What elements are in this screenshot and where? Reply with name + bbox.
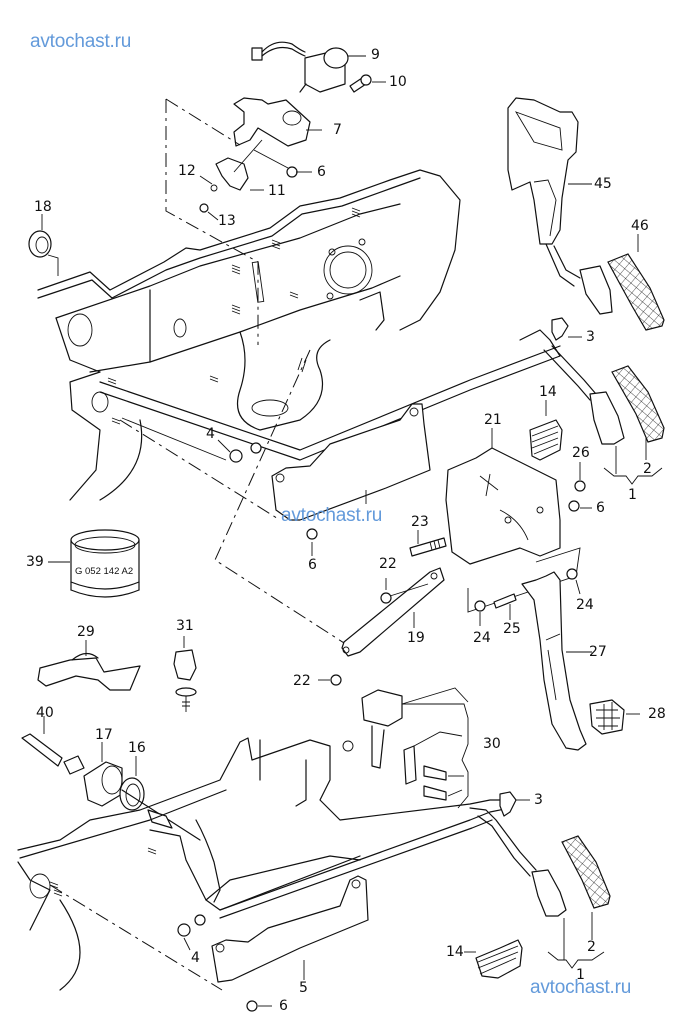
callout-3: 3 xyxy=(586,329,595,345)
part-9-actuator xyxy=(251,41,366,93)
upper-bulkhead xyxy=(37,169,561,501)
callout-16: 16 xyxy=(128,740,146,756)
callout-30: 30 xyxy=(483,736,501,752)
part-1-pedal-upper xyxy=(543,345,665,485)
callout-23: 23 xyxy=(411,514,429,530)
part-40-pushrod xyxy=(21,716,85,775)
callout-27: 27 xyxy=(589,644,607,660)
part-45-accelerator-pedal xyxy=(507,97,613,315)
part-39-code: G 052 142 A2 xyxy=(75,566,134,577)
callout-31: 31 xyxy=(176,618,194,634)
part-5-shield-lower xyxy=(211,875,369,1012)
part-4-bushing-upper xyxy=(121,417,262,463)
callout-21: 21 xyxy=(484,412,502,428)
callout-18: 18 xyxy=(34,199,52,215)
callout-26: 26 xyxy=(572,445,590,461)
watermark-bottom-right: avtochast.ru xyxy=(530,977,632,998)
callout-6: 6 xyxy=(308,557,317,573)
callout-28: 28 xyxy=(648,706,666,722)
callout-24: 24 xyxy=(576,597,594,613)
part-29-cable-holder xyxy=(37,640,141,691)
part-3-clip-upper xyxy=(519,317,582,357)
callout-14: 14 xyxy=(446,944,464,960)
part-26-washer xyxy=(568,462,592,512)
assembly-line-upper xyxy=(165,98,259,345)
part-17-cylinder xyxy=(83,742,123,807)
part-46-pedal-pad xyxy=(607,234,665,331)
callout-10: 10 xyxy=(389,74,407,90)
part-3-clip-lower xyxy=(469,791,567,917)
callout-11: 11 xyxy=(268,183,286,199)
assembly-line-lower xyxy=(49,884,223,991)
callout-46: 46 xyxy=(631,218,649,234)
callout-17: 17 xyxy=(95,727,113,743)
part-1-pedal-lower xyxy=(547,835,611,969)
part-19-strut xyxy=(318,567,445,686)
part-18-grommet xyxy=(28,214,59,276)
part-5-shield-upper xyxy=(271,403,431,556)
callout-6: 6 xyxy=(596,500,605,516)
part-30-sensor-kit xyxy=(361,687,469,809)
callout-40: 40 xyxy=(36,705,54,721)
callout-29: 29 xyxy=(77,624,95,640)
callout-45: 45 xyxy=(594,176,612,192)
callout-7: 7 xyxy=(333,122,342,138)
part-14-bump-stop-lower xyxy=(464,939,523,979)
callout-22: 22 xyxy=(379,556,397,572)
part-4-bushing-lower xyxy=(177,914,206,951)
watermark-top-left: avtochast.ru xyxy=(30,31,132,52)
callout-19: 19 xyxy=(407,630,425,646)
callout-25: 25 xyxy=(503,621,521,637)
part-39-sleeve xyxy=(48,529,140,598)
callout-6: 6 xyxy=(279,998,288,1014)
part-10-bolt xyxy=(349,74,386,93)
callout-39: 39 xyxy=(26,554,44,570)
callout-4: 4 xyxy=(191,950,200,966)
part-27-clutch-pedal xyxy=(467,547,592,751)
part-14-bump-stop-upper xyxy=(529,400,563,461)
callout-13: 13 xyxy=(218,213,236,229)
callout-14: 14 xyxy=(539,384,557,400)
callout-24: 24 xyxy=(473,630,491,646)
studs-upper xyxy=(107,207,361,425)
callout-22: 22 xyxy=(293,673,311,689)
callout-1: 1 xyxy=(576,967,585,983)
part-21-pedal-bracket xyxy=(445,428,561,565)
lower-bulkhead xyxy=(17,737,511,991)
callout-9: 9 xyxy=(371,47,380,63)
callout-1: 1 xyxy=(628,487,637,503)
watermark-middle: avtochast.ru xyxy=(281,505,383,526)
part-7-bracket xyxy=(233,97,322,147)
part-16-seal xyxy=(119,756,201,841)
part-31-clip xyxy=(173,636,197,712)
part-23-bolt xyxy=(409,530,447,557)
callout-3: 3 xyxy=(534,792,543,808)
callout-4: 4 xyxy=(206,426,215,442)
assembly-line-left xyxy=(119,419,281,521)
callout-2: 2 xyxy=(643,461,652,477)
part-11-clip xyxy=(199,139,312,221)
callout-12: 12 xyxy=(178,163,196,179)
callout-2: 2 xyxy=(587,939,596,955)
callout-6: 6 xyxy=(317,164,326,180)
callout-5: 5 xyxy=(299,980,308,996)
part-28-pedal-pad xyxy=(589,699,640,735)
